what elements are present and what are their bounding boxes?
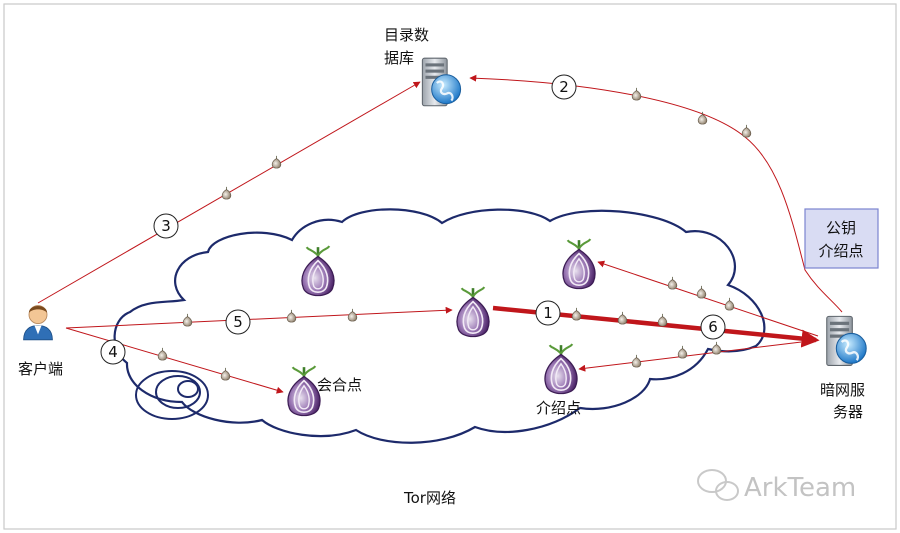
step-number-4: 4 <box>108 343 118 361</box>
step-marker-1: 1 <box>535 300 561 326</box>
step-number-1: 1 <box>543 304 553 322</box>
step-number-3: 3 <box>161 217 171 235</box>
hidden-service-label-line1: 暗网服 <box>820 381 865 399</box>
spiral-doodle <box>135 370 209 420</box>
directory-db-label-line2: 据库 <box>384 49 414 67</box>
wechat-icon <box>697 469 739 501</box>
client-person-icon <box>23 305 53 341</box>
step-marker-4: 4 <box>100 339 126 365</box>
watermark: ArkTeam <box>697 469 856 503</box>
frame-border <box>3 3 897 530</box>
public-key-box: 公钥 介绍点 <box>804 208 879 269</box>
step-marker-2: 2 <box>551 74 577 100</box>
path-service-to-intro-point <box>578 339 819 372</box>
hidden-service-label-line2: 务器 <box>833 403 863 421</box>
step-number-5: 5 <box>233 313 243 331</box>
onion-relay-center <box>455 285 491 338</box>
path-client-to-rendezvous <box>65 327 284 394</box>
directory-db-label-line1: 目录数 <box>384 26 429 44</box>
directory-server-icon <box>421 56 462 107</box>
path-service-to-directory <box>469 74 843 313</box>
step-marker-3: 3 <box>153 213 179 239</box>
step-number-6: 6 <box>708 318 718 336</box>
path-service-to-upper-intro <box>597 260 819 337</box>
step-marker-5: 5 <box>225 309 251 335</box>
hidden-service-server-icon <box>825 315 868 367</box>
watermark-text: ArkTeam <box>744 473 856 503</box>
tor-network-label: Tor网络 <box>403 489 456 507</box>
step-marker-6: 6 <box>700 314 726 340</box>
path-client-to-relay <box>65 306 453 329</box>
intro-point-label: 介绍点 <box>536 399 581 417</box>
rendezvous-label: 会合点 <box>317 376 362 394</box>
public-key-label-line1: 公钥 <box>826 219 856 237</box>
onion-rendezvous-point <box>286 364 322 417</box>
onion-relay-upper-left <box>300 244 336 297</box>
step-number-2: 2 <box>559 78 569 96</box>
tor-network-cloud <box>113 208 766 444</box>
public-key-label-line2: 介绍点 <box>818 242 863 260</box>
client-label: 客户端 <box>18 360 63 378</box>
onion-relay-upper-right <box>561 237 597 290</box>
onion-intro-point <box>543 342 579 395</box>
